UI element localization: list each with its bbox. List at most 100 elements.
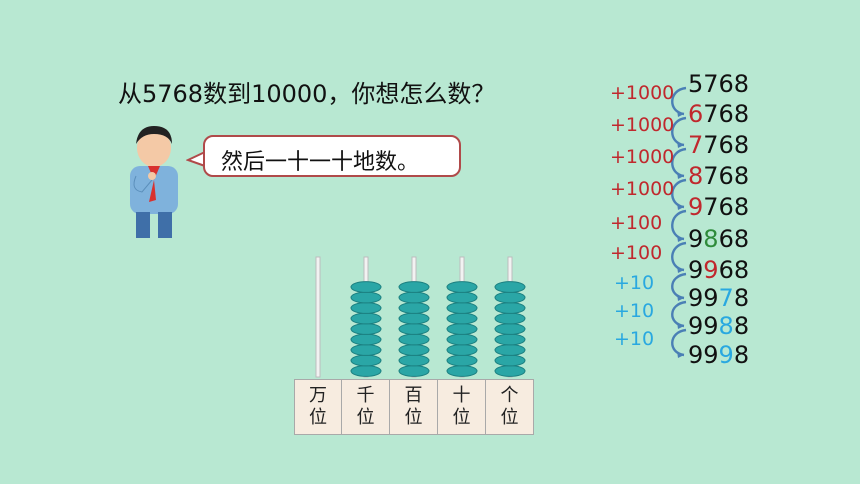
- arrow-head: [677, 235, 684, 242]
- place-label-bottom: 位: [309, 407, 327, 428]
- number-suffix: 768: [703, 193, 750, 221]
- abacus-bead: [398, 281, 430, 293]
- abacus-bead: [398, 365, 430, 377]
- place-label-cell: 个位: [486, 379, 534, 435]
- step-arrow: [671, 86, 687, 116]
- arrow-head: [677, 351, 684, 358]
- abacus-bead: [350, 323, 382, 335]
- sequence-number: 9968: [688, 256, 749, 284]
- place-label-cell: 百位: [390, 379, 438, 435]
- abacus-bead: [398, 312, 430, 325]
- arrow-head: [677, 294, 684, 301]
- abacus-bead: [494, 344, 526, 356]
- abacus-bead: [350, 354, 382, 367]
- sequence-number: 7768: [688, 131, 749, 159]
- abacus-bead: [446, 354, 478, 367]
- number-suffix: 5768: [688, 70, 750, 98]
- changed-digit: 7: [688, 131, 704, 159]
- changed-digit: 7: [718, 284, 734, 312]
- changed-digit: 8: [703, 225, 719, 253]
- abacus-bead: [446, 333, 478, 346]
- sequence-number: 9868: [688, 225, 749, 253]
- increment-label: +100: [610, 242, 663, 264]
- number-prefix: 9: [688, 256, 704, 284]
- abacus-bead: [494, 354, 526, 367]
- place-label-top: 十: [452, 385, 471, 406]
- changed-digit: 8: [688, 162, 704, 190]
- abacus-bead: [446, 312, 478, 325]
- abacus-bead: [350, 344, 382, 356]
- number-prefix: 99: [688, 341, 719, 369]
- place-label-cell: 万位: [294, 379, 342, 435]
- increment-label: +10: [614, 328, 655, 350]
- place-value-labels: 万位千位百位十位个位: [294, 379, 534, 435]
- number-suffix: 8: [733, 284, 750, 312]
- place-label-bottom: 位: [356, 407, 375, 428]
- changed-digit: 6: [688, 100, 704, 128]
- step-arrow: [671, 241, 687, 272]
- abacus-bead: [494, 281, 526, 293]
- step-arrow: [671, 147, 687, 178]
- increment-label: +10: [614, 300, 655, 322]
- increment-label: +10: [614, 272, 655, 294]
- abacus-bead: [494, 365, 526, 377]
- arrow-head: [677, 203, 684, 210]
- increment-label: +1000: [610, 82, 675, 104]
- abacus-bead: [398, 354, 430, 367]
- number-suffix: 768: [703, 100, 750, 128]
- abacus-bead: [494, 312, 526, 325]
- arrow-head: [677, 141, 684, 148]
- number-prefix: 99: [688, 284, 719, 312]
- number-suffix: 68: [718, 225, 750, 253]
- abacus-bead: [350, 333, 382, 346]
- step-arrow: [671, 178, 687, 209]
- arrow-head: [677, 266, 684, 273]
- abacus-bead: [398, 344, 430, 356]
- sequence-number: 8768: [688, 162, 749, 190]
- place-label-bottom: 位: [500, 407, 519, 428]
- abacus-bead: [494, 323, 526, 335]
- speech-text: 然后一十一十地数。: [221, 150, 420, 175]
- abacus-bead: [398, 302, 430, 314]
- increment-label: +1000: [610, 114, 675, 136]
- arrow-head: [677, 322, 684, 329]
- arrow-head: [677, 110, 684, 117]
- sequence-number: 5768: [688, 70, 749, 98]
- abacus: 万位千位百位十位个位: [294, 255, 534, 435]
- speech-bubble: 然后一十一十地数。: [203, 135, 461, 177]
- sequence-number: 9988: [688, 312, 749, 340]
- place-label-cell: 千位: [342, 379, 390, 435]
- counting-arrows: [671, 86, 687, 358]
- abacus-bead: [398, 323, 430, 335]
- abacus-bead: [446, 281, 478, 293]
- place-label-top: 个: [500, 385, 519, 406]
- increment-label: +1000: [610, 146, 675, 168]
- step-arrow: [671, 116, 687, 147]
- number-suffix: 8: [733, 312, 750, 340]
- step-arrow: [671, 272, 687, 300]
- place-label-top: 千: [356, 385, 375, 406]
- number-suffix: 768: [703, 162, 750, 190]
- step-arrow: [671, 328, 687, 357]
- abacus-bead: [446, 291, 478, 304]
- arrow-head: [677, 172, 684, 179]
- place-label-cell: 十位: [438, 379, 486, 435]
- abacus-bead: [494, 333, 526, 346]
- step-arrow: [671, 300, 687, 328]
- changed-digit: 9: [718, 341, 734, 369]
- abacus-bead: [494, 302, 526, 314]
- place-label-bottom: 位: [404, 407, 423, 428]
- number-suffix: 8: [733, 341, 750, 369]
- changed-digit: 9: [688, 193, 704, 221]
- number-suffix: 68: [718, 256, 750, 284]
- number-prefix: 99: [688, 312, 719, 340]
- place-label-top: 万: [309, 385, 327, 406]
- number-suffix: 768: [703, 131, 750, 159]
- abacus-bead: [350, 291, 382, 304]
- changed-digit: 8: [718, 312, 734, 340]
- sequence-number: 6768: [688, 100, 749, 128]
- increment-label: +1000: [610, 178, 675, 200]
- abacus-bead: [350, 365, 382, 377]
- increment-label: +100: [610, 212, 663, 234]
- abacus-bead: [350, 302, 382, 314]
